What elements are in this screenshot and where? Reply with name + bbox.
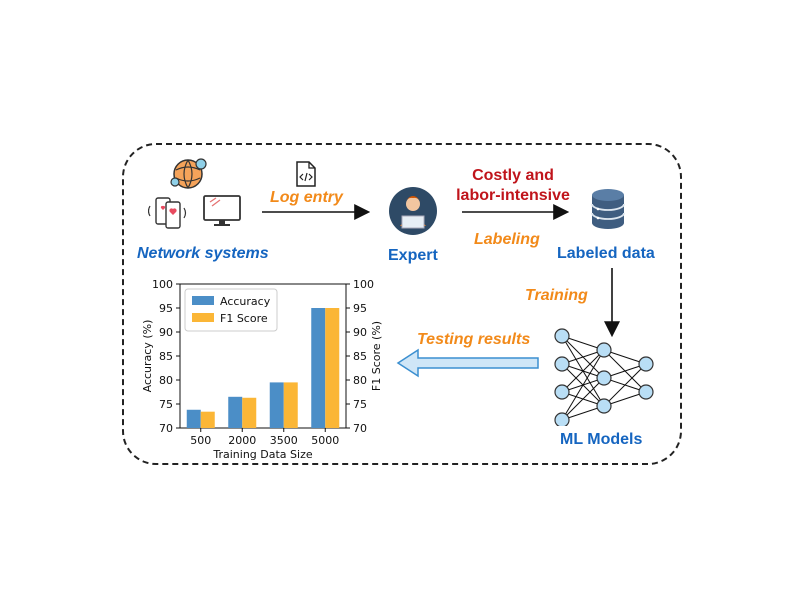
costly-line-2: labor-intensive	[456, 187, 570, 204]
labeled-data-label: Labeled data	[557, 245, 655, 262]
chart-legend: Accuracy F1 Score	[184, 288, 278, 332]
y-right-tick-label: 80	[353, 374, 367, 387]
y-right-tick-label: 70	[353, 422, 367, 435]
y-tick-label: 100	[152, 278, 173, 291]
bar-chart: 70 70 75 75 80 80 85 85 90 90 95 95 100 100 500 2000 350…	[141, 278, 383, 460]
y-tick-label: 90	[159, 326, 173, 339]
y-axis-label: Accuracy (%)	[141, 320, 154, 393]
training-label: Training	[525, 287, 588, 304]
y-tick-label: 95	[159, 302, 173, 315]
bar-f1-2000	[242, 397, 257, 428]
bar-f1-3500	[283, 382, 298, 428]
y-tick-label: 75	[159, 398, 173, 411]
bar-accuracy-5000	[311, 308, 326, 428]
y-tick-label: 80	[159, 374, 173, 387]
y-tick-label: 85	[159, 350, 173, 363]
nn-node	[596, 370, 612, 386]
x-tick-label: 2000	[228, 434, 256, 447]
bar-f1-500	[200, 411, 215, 428]
costly-label: Costly and labor-intensive	[448, 166, 578, 206]
nn-node	[596, 342, 612, 358]
labeling-label: Labeling	[474, 231, 540, 248]
bar-accuracy-3500	[269, 382, 284, 428]
smartphone-icon	[148, 197, 187, 229]
y-right-tick-label: 90	[353, 326, 367, 339]
legend-label-accuracy: Accuracy	[220, 295, 271, 308]
nn-edge	[561, 349, 605, 393]
y-right-tick-label: 75	[353, 398, 367, 411]
nn-node	[554, 328, 570, 344]
log-entry-label: Log entry	[270, 189, 343, 206]
x-tick-label: 500	[190, 434, 211, 447]
database-icon	[591, 189, 625, 229]
nn-node	[596, 398, 612, 414]
expert-label: Expert	[388, 247, 438, 264]
x-tick-label: 3500	[270, 434, 298, 447]
neural-network-icon	[554, 328, 654, 426]
y-right-tick-label: 95	[353, 302, 367, 315]
bar-f1-5000	[325, 308, 340, 428]
monitor-icon	[203, 195, 241, 226]
testing-results-label: Testing results	[417, 331, 531, 348]
network-systems-label: Network systems	[137, 245, 269, 262]
y-tick-label: 70	[159, 422, 173, 435]
legend-swatch-accuracy	[192, 296, 214, 305]
nn-node	[554, 356, 570, 372]
costly-line-1: Costly and	[472, 167, 554, 184]
code-document-icon	[296, 161, 316, 187]
y-right-tick-label: 100	[353, 278, 374, 291]
x-axis-label: Training Data Size	[212, 448, 312, 460]
testing-results-arrow	[396, 348, 539, 378]
legend-swatch-f1	[192, 313, 214, 322]
globe-icon	[170, 158, 207, 189]
x-tick-label: 5000	[311, 434, 339, 447]
workflow-frame	[122, 143, 682, 465]
nn-node	[638, 356, 654, 372]
nn-node	[554, 412, 570, 426]
legend-label-f1: F1 Score	[220, 312, 268, 325]
nn-node	[554, 384, 570, 400]
nn-edge	[561, 349, 605, 421]
bar-accuracy-500	[186, 409, 201, 428]
expert-person-icon	[389, 187, 437, 235]
ml-models-label: ML Models	[560, 431, 643, 448]
bar-accuracy-2000	[228, 396, 243, 428]
nn-edge	[603, 363, 647, 407]
nn-edge	[561, 377, 605, 421]
y-right-tick-label: 85	[353, 350, 367, 363]
y-axis-label-right: F1 Score (%)	[370, 321, 383, 391]
nn-node	[638, 384, 654, 400]
